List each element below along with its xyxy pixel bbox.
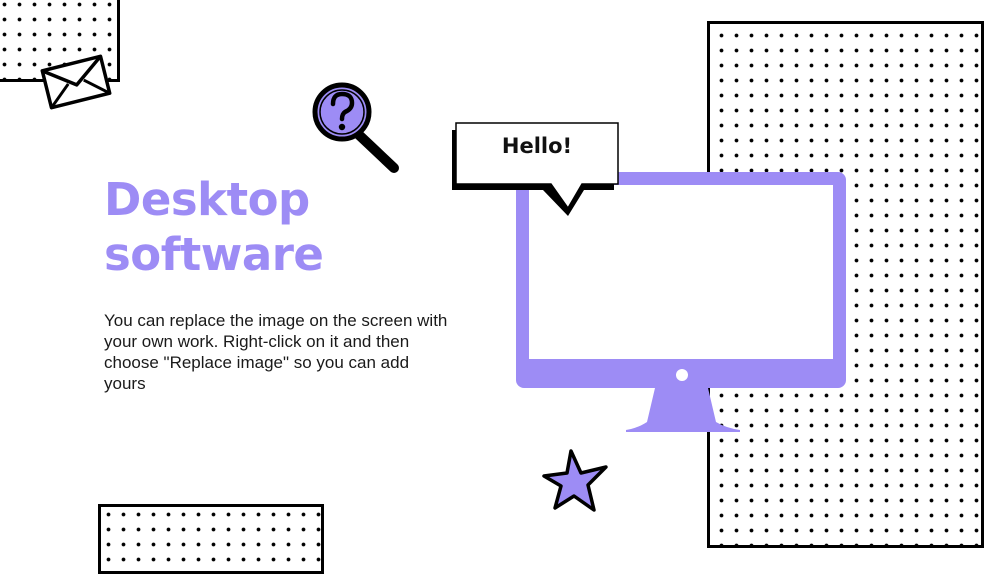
slide-title: Desktop software — [104, 172, 324, 282]
desktop-monitor-icon — [516, 172, 846, 432]
speech-bubble-text: Hello! — [501, 134, 573, 158]
monitor-screen — [529, 185, 833, 359]
magnifier-question-icon — [312, 82, 399, 173]
slide-title-line-2: software — [104, 228, 324, 281]
slide-body-text: You can replace the image on the screen … — [104, 311, 448, 393]
dotted-frame-bottom-left — [98, 504, 324, 574]
star-icon — [542, 449, 608, 512]
envelope-icon — [40, 54, 112, 110]
slide-title-line-1: Desktop — [104, 173, 310, 226]
dotted-frame-top-left — [0, 0, 120, 82]
speech-bubble — [452, 122, 619, 216]
